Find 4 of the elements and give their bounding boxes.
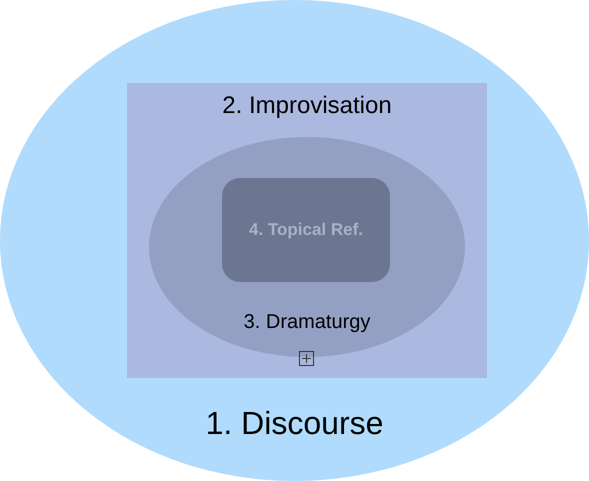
node-label: 1. Discourse (204, 405, 384, 442)
node-label: 4. Topical Ref. (248, 218, 364, 241)
node-label: 3. Dramaturgy (242, 311, 372, 334)
node-label: 2. Improvisation (221, 92, 393, 120)
